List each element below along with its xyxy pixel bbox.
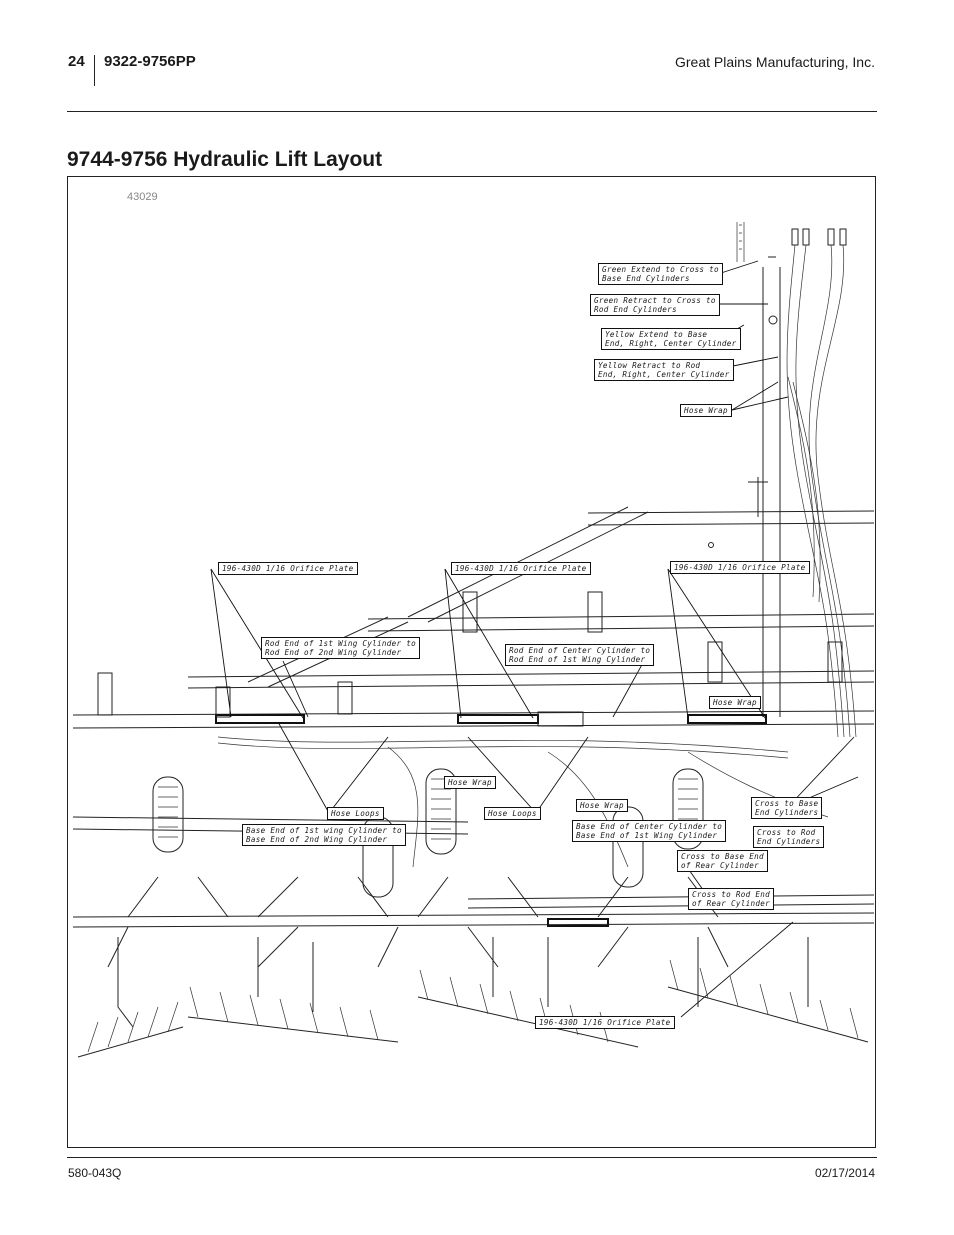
- figure-number: 43029: [127, 191, 158, 203]
- callout-orifice-plate-2: 196-430D 1/16 Orifice Plate: [451, 562, 591, 575]
- callout-cross-rod: Cross to Rod End Cylinders: [753, 826, 825, 848]
- callout-base-center: Base End of Center Cylinder to Base End …: [572, 820, 727, 842]
- callout-orifice-plate-3: 196-430D 1/16 Orifice Plate: [670, 561, 810, 574]
- document-number: 9322-9756PP: [104, 53, 196, 70]
- callout-green-retract: Green Retract to Cross to Rod End Cylind…: [590, 294, 720, 316]
- callout-cross-base: Cross to Base End Cylinders: [751, 797, 823, 819]
- callout-hose-loops-1: Hose Loops: [327, 807, 384, 820]
- page-number: 24: [68, 53, 85, 70]
- callout-hose-wrap-mid: Hose Wrap: [444, 776, 496, 789]
- callout-base-1st-wing: Base End of 1st wing Cylinder to Base En…: [242, 824, 406, 846]
- callout-yellow-retract: Yellow Retract to Rod End, Right, Center…: [594, 359, 734, 381]
- hitch-tongue: [708, 222, 847, 717]
- figure-frame: 43029: [67, 176, 876, 1148]
- header-rule: [67, 111, 877, 112]
- footer-rule: [67, 1157, 877, 1158]
- callout-hose-wrap-center: Hose Wrap: [576, 799, 628, 812]
- page-title: 9744-9756 Hydraulic Lift Layout: [67, 148, 383, 171]
- footer-date: 02/17/2014: [814, 1166, 875, 1180]
- hose-bundle: [217, 244, 857, 868]
- callout-cross-rod-rear: Cross to Rod End of Rear Cylinder: [688, 888, 774, 910]
- callout-hose-wrap-top: Hose Wrap: [680, 404, 732, 417]
- callout-rod-1st-wing: Rod End of 1st Wing Cylinder to Rod End …: [261, 637, 421, 659]
- callout-cross-base-rear: Cross to Base End of Rear Cylinder: [677, 850, 768, 872]
- callout-hose-loops-2: Hose Loops: [484, 807, 541, 820]
- header-divider: [94, 55, 95, 86]
- hydraulic-layout-drawing: [72, 222, 875, 1058]
- callout-hose-wrap-right: Hose Wrap: [709, 696, 761, 709]
- callout-green-extend: Green Extend to Cross to Base End Cylind…: [598, 263, 723, 285]
- callout-yellow-extend: Yellow Extend to Base End, Right, Center…: [601, 328, 741, 350]
- tine-bars: [77, 876, 869, 1058]
- callout-orifice-plate-bottom: 196-430D 1/16 Orifice Plate: [535, 1016, 675, 1029]
- company-name: Great Plains Manufacturing, Inc.: [675, 54, 875, 70]
- callout-rod-center: Rod End of Center Cylinder to Rod End of…: [505, 644, 655, 666]
- callout-orifice-plate-1: 196-430D 1/16 Orifice Plate: [218, 562, 358, 575]
- footer-part-number: 580-043Q: [68, 1166, 122, 1180]
- hydraulic-cylinders: [97, 591, 843, 927]
